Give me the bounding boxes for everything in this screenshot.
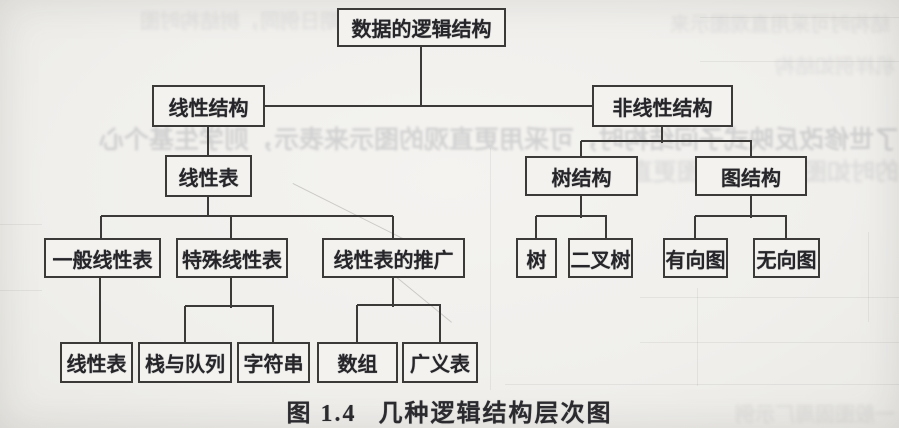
connector-line [439,305,441,342]
node-tree-structure: 树结构 [525,156,638,196]
connector-line [392,278,394,307]
bleedthrough-grid-line [640,342,899,343]
node-label: 树结构 [551,167,612,190]
node-graph-structure: 图结构 [695,156,807,196]
figure-title: 几种逻辑结构层次图 [378,401,613,427]
connector-line [580,141,582,156]
connector-line [535,216,537,238]
connector-line [392,216,394,238]
node-linear-list: 线性表 [165,155,252,197]
bleedthrough-grid-line [0,290,42,291]
node-special-linear-list: 特殊线性表 [176,238,288,278]
node-stack-and-queue: 栈与队列 [138,342,232,383]
connector-line [661,127,663,143]
node-linear-list-leaf: 线性表 [60,342,133,383]
connector-line [695,215,787,217]
bleedthrough-grid-line [868,232,869,322]
bleedthrough-grid-line [697,288,698,386]
connector-line [356,305,358,342]
node-label: 图结构 [721,167,781,190]
connector-line [605,216,607,238]
node-directed-graph: 有向图 [663,238,728,278]
figure-number: 图 1.4 [286,401,357,427]
bleedthrough-grid-line [0,224,42,225]
connector-line [536,215,607,217]
node-label: 线性表 [178,167,239,190]
node-string: 字符串 [237,342,310,383]
connector-line [580,196,582,218]
node-label: 无向图 [756,249,817,272]
connector-line [265,105,592,107]
node-label: 线性表的推广 [333,249,454,272]
node-label: 特殊线性表 [182,249,282,272]
connector-line [207,127,209,155]
connector-line [100,216,102,238]
node-label: 数据的逻辑结构 [351,19,492,41]
bleedthrough-grid-line [700,61,899,62]
node-array: 数组 [317,342,398,383]
connector-line [101,215,393,217]
connector-line [750,196,752,218]
bleedthrough-grid-line [505,384,899,385]
figure-caption: 图 1.4 几种逻辑结构层次图 [0,393,899,428]
node-label: 广义表 [410,354,470,376]
connector-line [207,197,209,217]
node-label: 线性表 [66,354,127,376]
node-linear-list-extension: 线性表的推广 [322,238,465,278]
connector-line [230,278,232,308]
node-label: 一般线性表 [52,249,153,272]
node-label: 非线性结构 [612,97,713,120]
bleedthrough-grid-line [490,148,491,390]
connector-line [357,304,441,306]
node-binary-tree: 二叉树 [568,238,633,278]
connector-line [99,278,101,342]
node-label: 数组 [337,354,378,376]
node-root: 数据的逻辑结构 [337,8,506,47]
node-label: 有向图 [665,249,726,272]
connector-line [184,306,186,342]
node-label: 线性结构 [168,97,249,120]
node-generalized-list: 广义表 [402,342,478,383]
node-label: 二叉树 [570,249,631,272]
node-nonlinear-structure: 非线性结构 [592,85,733,127]
node-tree: 树 [516,238,557,278]
connector-line [420,47,422,107]
node-label: 栈与队列 [145,354,225,376]
bleedthrough-grid-line [640,297,899,298]
connector-line [785,216,787,238]
bleedthrough-grid-line [700,17,899,18]
connector-line [230,216,232,238]
node-label: 树 [526,249,547,272]
connector-line [750,141,752,156]
node-general-linear-list: 一般线性表 [44,238,161,278]
connector-line [581,140,752,142]
node-linear-structure: 线性结构 [152,85,265,127]
connector-line [185,305,274,307]
node-undirected-graph: 无向图 [753,238,820,278]
node-label: 字符串 [243,354,304,376]
connector-line [272,306,274,342]
connector-line [694,216,696,238]
